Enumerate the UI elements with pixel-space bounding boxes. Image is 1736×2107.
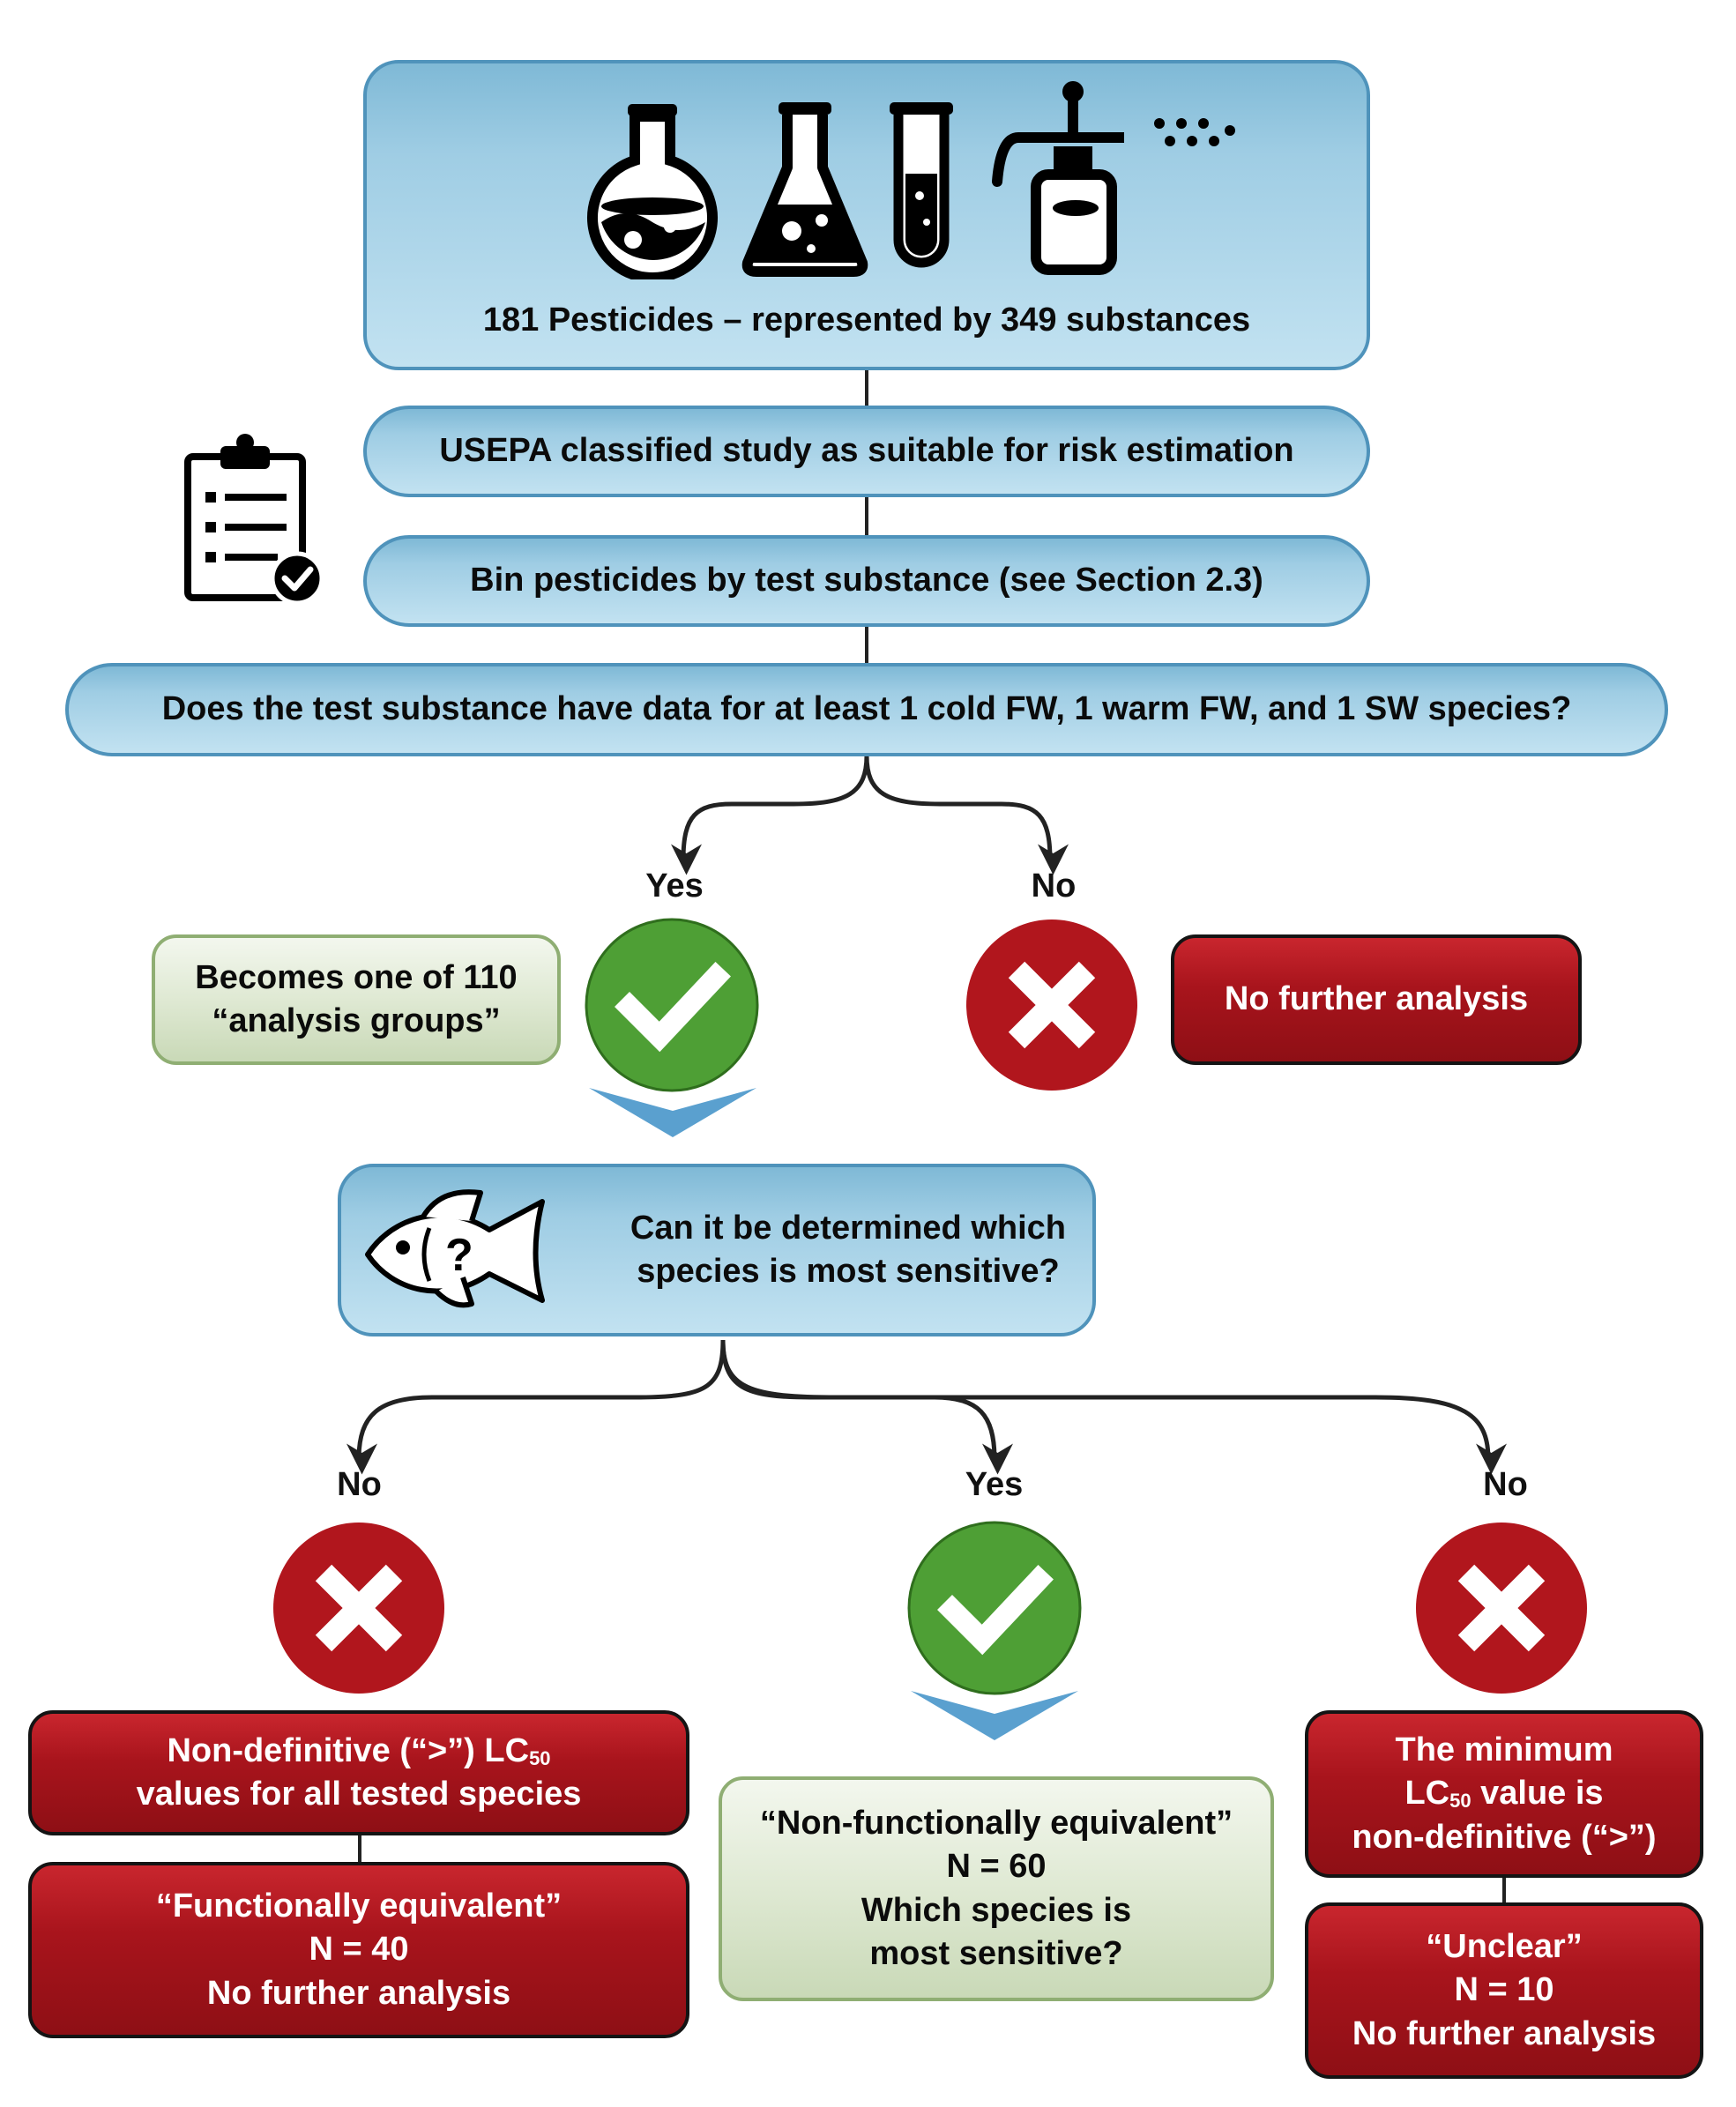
arrow-q1-yes [671, 755, 869, 875]
step2-box: Bin pesticides by test substance (see Se… [363, 535, 1370, 627]
step1-box: USEPA classified study as suitable for r… [363, 406, 1370, 497]
minimum-lc50-box: The minimum LC50 value is non-definitive… [1305, 1710, 1703, 1878]
non-functionally-equivalent-box: “Non-functionally equivalent” N = 60 Whi… [719, 1776, 1274, 2001]
functionally-equivalent-box: “Functionally equivalent” N = 40 No furt… [28, 1862, 689, 2038]
x-icon [1416, 1523, 1587, 1694]
functionally-equivalent-line3: No further analysis [206, 1974, 511, 2012]
functionally-equivalent-line1: “Functionally equivalent” [155, 1887, 563, 1925]
arrow-q2-left [346, 1339, 726, 1475]
spray-bottle-icon [992, 81, 1235, 275]
functionally-equivalent-count: N = 40 [309, 1931, 409, 1969]
no-further-analysis-text-1: No further analysis [1224, 980, 1529, 1018]
test-tube-icon [890, 102, 953, 268]
q2-left-label: No [337, 1466, 382, 1503]
minimum-lc50-line3: non-definitive (“>”) [1352, 1818, 1657, 1856]
fish-question-icon: ? [365, 1189, 545, 1308]
unclear-line3: No further analysis [1352, 2014, 1657, 2052]
unclear-line1: “Unclear” [1426, 1927, 1583, 1965]
check-icon [907, 1521, 1082, 1695]
q2-right-label: No [1483, 1466, 1528, 1503]
non-functionally-equivalent-line1: “Non-functionally equivalent” [759, 1804, 1233, 1842]
analysis-groups-box: Becomes one of 110 “analysis groups” [152, 934, 561, 1065]
arrow-q1-no [864, 755, 1069, 875]
arrow-q2-right [720, 1339, 1507, 1475]
q2-middle-label: Yes [965, 1466, 1024, 1503]
non-functionally-equivalent-line3: Which species is [861, 1891, 1132, 1929]
non-functionally-equivalent-count: N = 60 [946, 1848, 1047, 1886]
question1-box: Does the test substance have data for at… [65, 663, 1668, 756]
chevron-down-icon [911, 1691, 1078, 1740]
chevron-down-icon [589, 1088, 756, 1137]
top-box-text: 181 Pesticides – represented by 349 subs… [482, 301, 1251, 339]
top-box: 181 Pesticides – represented by 349 subs… [363, 60, 1370, 370]
question2-line1: Can it be determined which [630, 1209, 1066, 1247]
check-icon [585, 918, 759, 1092]
x-icon [273, 1523, 444, 1694]
unclear-count: N = 10 [1454, 1971, 1554, 2009]
analysis-groups-line1: Becomes one of 110 [195, 958, 518, 996]
analysis-groups-line2: “analysis groups” [212, 1002, 501, 1039]
clipboard-icon [184, 434, 324, 606]
x-icon [966, 919, 1137, 1091]
erlenmeyer-flask-icon [741, 102, 868, 277]
flask-icon [587, 104, 718, 279]
unclear-box: “Unclear” N = 10 No further analysis [1305, 1902, 1703, 2079]
non-definitive-line1: Non-definitive (“>”) LC50 [167, 1731, 551, 1769]
non-functionally-equivalent-line4: most sensitive? [869, 1934, 1123, 1972]
question2-line2: species is most sensitive? [637, 1253, 1060, 1290]
q1-yes-label: Yes [645, 867, 704, 905]
step1-text: USEPA classified study as suitable for r… [439, 432, 1294, 470]
minimum-lc50-line2: LC50 value is [1404, 1775, 1604, 1813]
non-definitive-box: Non-definitive (“>”) LC50 values for all… [28, 1710, 689, 1835]
no-further-analysis-box-1: No further analysis [1171, 934, 1582, 1065]
question2-text: Can it be determined which species is mo… [630, 1207, 1066, 1294]
non-definitive-line2: values for all tested species [136, 1776, 582, 1813]
minimum-lc50-line1: The minimum [1395, 1731, 1613, 1768]
svg-text:?: ? [445, 1230, 473, 1281]
question1-text: Does the test substance have data for at… [161, 690, 1572, 728]
step2-text: Bin pesticides by test substance (see Se… [470, 562, 1263, 599]
q1-no-label: No [1031, 867, 1077, 905]
